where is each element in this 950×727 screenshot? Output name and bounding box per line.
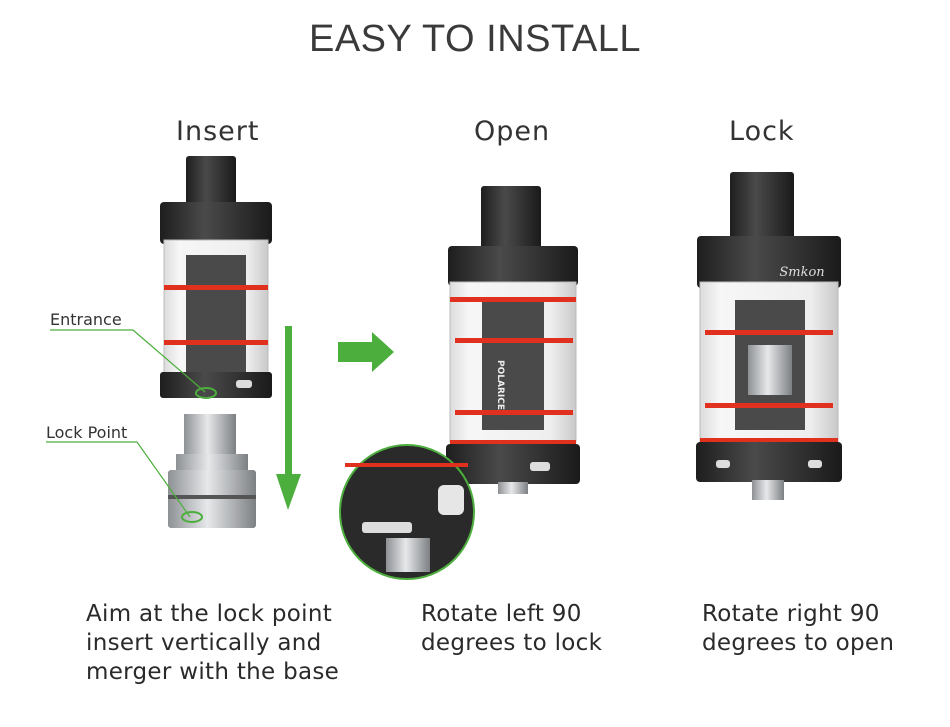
tank-insert: Smkon bbox=[160, 156, 272, 528]
lock-point-callout: Lock Point bbox=[46, 423, 128, 442]
step-lock-caption: Rotate right 90 degrees to open bbox=[702, 600, 894, 658]
step-insert-caption: Aim at the lock point insert vertically … bbox=[86, 600, 339, 687]
caption-line: Rotate right 90 bbox=[702, 601, 880, 627]
product-label-2: POLARICE bbox=[495, 360, 505, 410]
step-insert-label: Insert bbox=[176, 116, 260, 147]
zoom-detail bbox=[339, 444, 475, 580]
tank-lock: Smkon bbox=[696, 172, 842, 500]
caption-line: Aim at the lock point bbox=[86, 601, 333, 627]
down-arrow-icon bbox=[285, 326, 292, 476]
caption-line: insert vertically and bbox=[86, 630, 322, 656]
caption-line: merger with the base bbox=[86, 659, 340, 685]
caption-line: degrees to lock bbox=[421, 630, 603, 656]
entrance-callout: Entrance bbox=[50, 310, 122, 329]
page-title: EASY TO INSTALL bbox=[308, 18, 642, 60]
right-arrow-icon bbox=[338, 332, 394, 372]
step-lock-label: Lock bbox=[729, 116, 795, 147]
step-open-caption: Rotate left 90 degrees to lock bbox=[421, 600, 602, 658]
step-open-label: Open bbox=[474, 116, 551, 147]
caption-line: degrees to open bbox=[702, 630, 895, 656]
caption-line: Rotate left 90 bbox=[421, 601, 582, 627]
tank-open: POLARICE bbox=[446, 186, 580, 494]
brand-mark-3: Smkon bbox=[779, 265, 824, 280]
